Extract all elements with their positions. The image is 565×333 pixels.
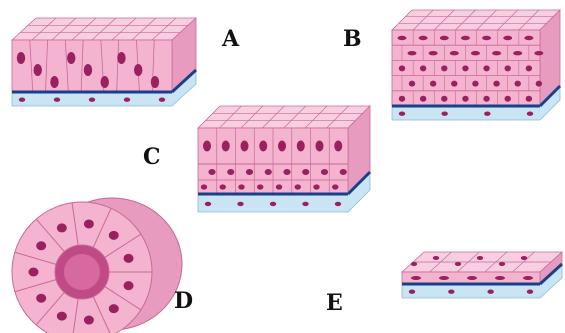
tissue-e-illustration [402, 252, 562, 298]
label-e: E [326, 292, 343, 314]
tissue-d-illustration [12, 198, 182, 333]
tissue-a-illustration [12, 18, 196, 106]
label-c: C [143, 146, 161, 168]
label-d: D [174, 290, 193, 312]
label-a: A [222, 28, 239, 50]
label-b: B [343, 28, 362, 50]
tissue-b-illustration [392, 10, 560, 120]
tissue-c-illustration [198, 106, 370, 212]
